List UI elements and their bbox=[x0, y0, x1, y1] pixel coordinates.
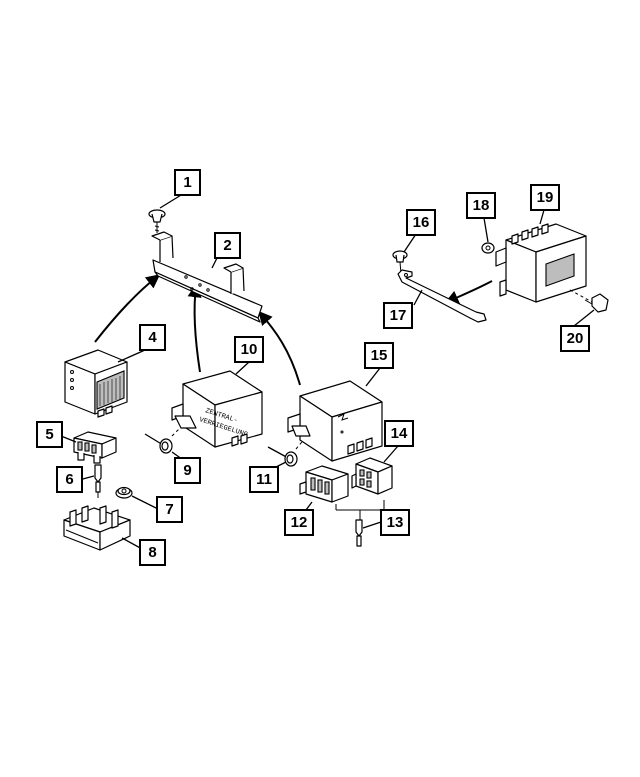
leader-13 bbox=[362, 521, 382, 529]
relay-box-part-4 bbox=[64, 349, 128, 418]
control-unit-part-19 bbox=[495, 223, 587, 303]
central-locking-module-part-10: ZENTRAL- VERRIEGELUNG bbox=[171, 370, 263, 448]
strap-part-17 bbox=[397, 269, 487, 323]
callout-15: 15 bbox=[364, 342, 394, 369]
screw-part-9 bbox=[144, 423, 185, 454]
connector-part-5 bbox=[73, 431, 117, 464]
svg-text:5: 5 bbox=[45, 426, 53, 443]
svg-text:16: 16 bbox=[413, 214, 430, 231]
callout-5: 5 bbox=[36, 421, 63, 448]
nut-part-7 bbox=[115, 486, 133, 499]
leader-7 bbox=[131, 495, 159, 510]
leader-17 bbox=[413, 289, 423, 306]
callout-12: 12 bbox=[284, 509, 314, 536]
leader-16 bbox=[403, 233, 417, 253]
callout-14: 14 bbox=[384, 420, 414, 447]
callout-17: 17 bbox=[383, 302, 413, 329]
svg-text:4: 4 bbox=[148, 329, 157, 346]
control-module-part-15 bbox=[287, 380, 383, 462]
connector-part-12 bbox=[299, 465, 349, 503]
callout-19: 19 bbox=[530, 184, 560, 211]
svg-text:7: 7 bbox=[165, 501, 173, 518]
leader-19 bbox=[539, 209, 545, 225]
svg-text:14: 14 bbox=[391, 425, 408, 442]
callout-8: 8 bbox=[139, 539, 166, 566]
callout-16: 16 bbox=[406, 209, 436, 236]
callout-6: 6 bbox=[56, 466, 83, 493]
terminal-part-6 bbox=[94, 464, 102, 498]
svg-text:9: 9 bbox=[183, 462, 191, 479]
svg-text:10: 10 bbox=[241, 341, 258, 358]
callout-13: 13 bbox=[380, 509, 410, 536]
bolt-part-20 bbox=[569, 289, 609, 313]
leader-20 bbox=[573, 309, 595, 327]
screw-part-1 bbox=[148, 209, 166, 233]
svg-text:15: 15 bbox=[371, 347, 388, 364]
screw-part-11 bbox=[267, 436, 307, 467]
callout-10: 10 bbox=[234, 336, 264, 363]
nut-part-18 bbox=[481, 242, 495, 254]
svg-text:20: 20 bbox=[567, 330, 584, 347]
svg-text:1: 1 bbox=[183, 174, 191, 191]
relay-carrier-part-8 bbox=[63, 505, 131, 551]
svg-text:12: 12 bbox=[291, 514, 308, 531]
assembly-arrow-module10-to-bracket bbox=[187, 283, 202, 373]
terminal-part-13 bbox=[335, 500, 385, 547]
callout-11: 11 bbox=[249, 466, 279, 493]
callout-1: 1 bbox=[174, 169, 201, 196]
leader-5 bbox=[60, 435, 77, 443]
svg-text:8: 8 bbox=[148, 544, 156, 561]
assembly-arrow-control-unit-to-strap bbox=[444, 280, 493, 304]
callout-20: 20 bbox=[560, 325, 590, 352]
svg-text:19: 19 bbox=[537, 189, 554, 206]
svg-text:11: 11 bbox=[256, 471, 272, 488]
leader-15 bbox=[365, 367, 381, 387]
leader-4 bbox=[117, 349, 146, 363]
callout-7: 7 bbox=[156, 496, 183, 523]
connector-part-14 bbox=[351, 457, 393, 495]
svg-text:2: 2 bbox=[223, 237, 231, 254]
callout-9: 9 bbox=[174, 457, 201, 484]
leader-14 bbox=[383, 445, 399, 463]
leader-10 bbox=[235, 361, 250, 375]
leader-18 bbox=[483, 217, 489, 243]
bracket-part-2 bbox=[151, 231, 263, 323]
callout-18: 18 bbox=[466, 192, 496, 219]
svg-text:6: 6 bbox=[65, 471, 73, 488]
callout-2: 2 bbox=[214, 232, 241, 259]
svg-text:18: 18 bbox=[473, 197, 490, 214]
assembly-arrow-relay-to-bracket bbox=[94, 274, 161, 343]
svg-text:17: 17 bbox=[390, 307, 407, 324]
svg-text:13: 13 bbox=[387, 514, 404, 531]
assembly-arrow-module15-to-bracket bbox=[258, 310, 301, 386]
callout-4: 4 bbox=[139, 324, 166, 351]
